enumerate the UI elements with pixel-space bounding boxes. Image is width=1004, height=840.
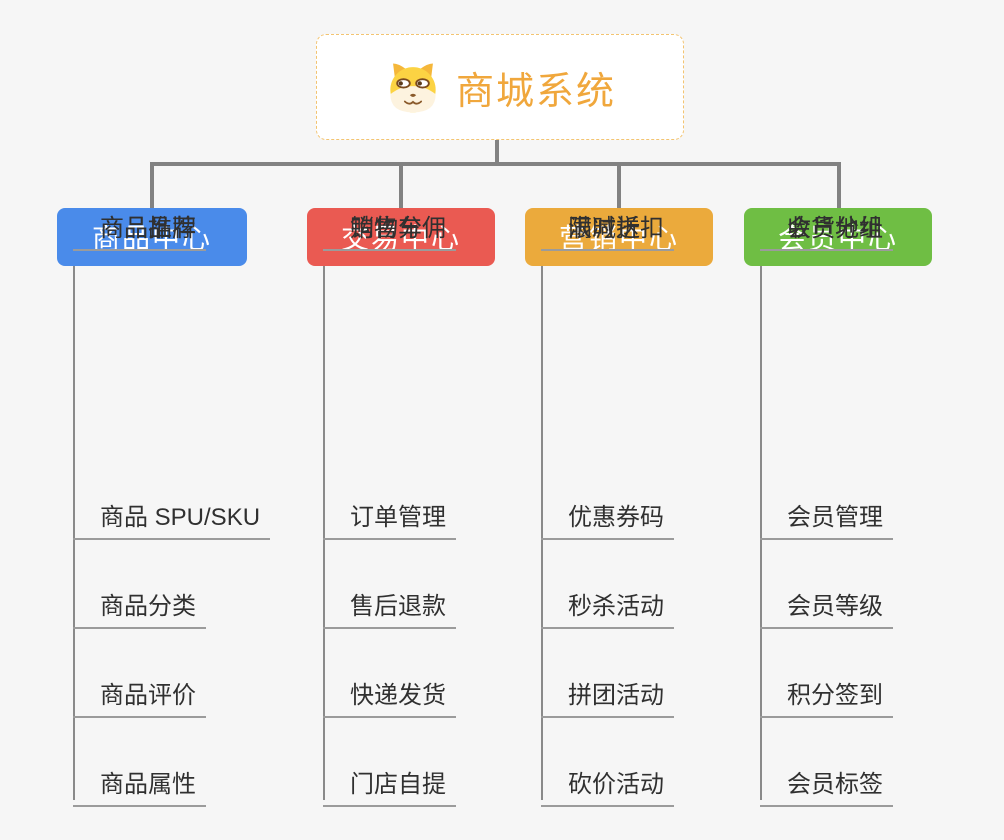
main-horizontal-connector — [150, 162, 841, 166]
branch-trunk-line — [73, 266, 75, 800]
branch-drop-line — [399, 162, 403, 208]
branch-drop-line — [837, 162, 841, 208]
root-connector-line — [495, 140, 499, 166]
leaf-node[interactable]: 积分签到 — [760, 675, 893, 718]
dog-face-icon — [390, 63, 436, 113]
branch-trunk-line — [541, 266, 543, 800]
branch-drop-line — [150, 162, 154, 208]
branch-member-center: 会员中心 会员管理 会员等级 积分签到 会员标签 会员分组 收货地址 — [744, 208, 932, 808]
leaf-node[interactable]: 订单管理 — [323, 497, 456, 540]
branch-marketing-center: 营销中心 优惠券码 秒杀活动 拼团活动 砍价活动 限时折扣 满减送 — [525, 208, 713, 808]
branch-trunk-line — [323, 266, 325, 800]
branch-trade-center: 交易中心 订单管理 售后退款 快递发货 门店自提 购物车 销售分佣 — [307, 208, 495, 808]
leaf-node[interactable]: 拼团活动 — [541, 675, 674, 718]
leaf-node[interactable]: 会员等级 — [760, 586, 893, 629]
leaf-node[interactable]: 会员管理 — [760, 497, 893, 540]
leaf-node[interactable]: 快递发货 — [323, 675, 456, 718]
root-node[interactable]: 商城系统 — [316, 34, 684, 140]
leaf-node[interactable]: 售后退款 — [323, 586, 456, 629]
leaf-node[interactable]: 销售分佣 — [323, 208, 456, 251]
branch-drop-line — [617, 162, 621, 208]
leaf-node[interactable]: 门店自提 — [323, 764, 456, 807]
branch-product-center: 商品中心 商品 SPU/SKU 商品分类 商品评价 商品属性 商品推荐 商品品牌 — [57, 208, 271, 808]
branch-node[interactable]: 营销中心 — [525, 208, 713, 266]
leaf-node[interactable]: 商品品牌 — [73, 208, 206, 251]
leaf-node[interactable]: 秒杀活动 — [541, 586, 674, 629]
root-title: 商城系统 — [455, 70, 616, 113]
leaf-node[interactable]: 商品评价 — [73, 675, 206, 718]
branch-node[interactable]: 会员中心 — [744, 208, 932, 266]
leaf-node[interactable]: 砍价活动 — [541, 764, 674, 807]
leaf-node[interactable]: 收货地址 — [760, 208, 893, 251]
leaf-node[interactable]: 商品属性 — [73, 764, 206, 807]
branch-node[interactable]: 交易中心 — [307, 208, 495, 266]
leaf-node[interactable]: 商品分类 — [73, 586, 206, 629]
leaf-node[interactable]: 会员标签 — [760, 764, 893, 807]
leaf-node[interactable]: 优惠券码 — [541, 497, 674, 540]
branch-trunk-line — [760, 266, 762, 800]
leaf-node[interactable]: 商品 SPU/SKU — [73, 497, 271, 540]
leaf-node[interactable]: 满减送 — [541, 208, 650, 251]
branch-node[interactable]: 商品中心 — [57, 208, 247, 266]
